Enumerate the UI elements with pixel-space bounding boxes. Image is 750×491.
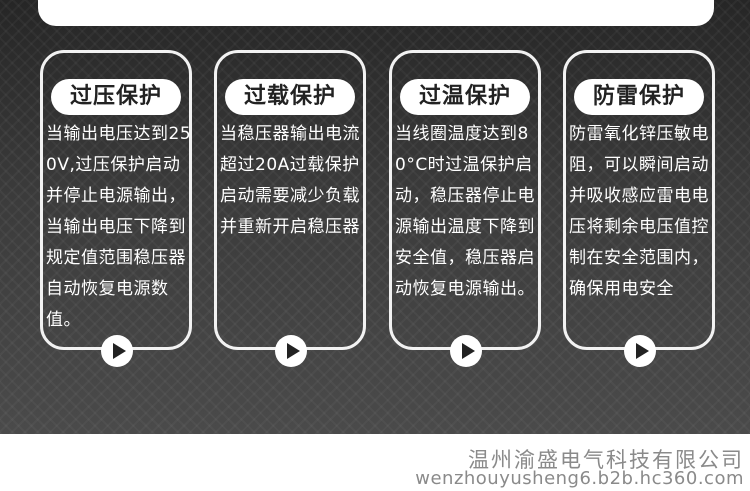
card-description: 当输出电压达到250V,过压保护启动并停止电源输出，当输出电压下降到规定值范围稳… <box>46 124 192 330</box>
play-icon[interactable] <box>450 335 482 367</box>
card-overvoltage: 过压保护 当输出电压达到250V,过压保护启动并停止电源输出，当输出电压下降到规… <box>40 50 192 367</box>
card-title: 过压保护 <box>51 79 181 115</box>
card-description: 防雷氧化锌压敏电阻，可以瞬间启动并吸收感应雷电电压将剩余电压值控制在安全范围内，… <box>569 124 709 299</box>
company-name: 温州渝盛电气科技有限公司 <box>468 448 744 472</box>
card-overload: 过载保护 当稳压器输出电流超过20A过载保护启动需要减少负载并重新开启稳压器 <box>214 50 366 367</box>
card-overtemperature: 过温保护 当线圈温度达到80°C时过温保护启动，稳压器停止电源输出温度下降到安全… <box>389 50 541 367</box>
website-url[interactable]: wenzhouyusheng6.b2b.hc360.com <box>415 468 744 489</box>
card-title: 防雷保护 <box>574 79 704 115</box>
card-lightning: 防雷保护 防雷氧化锌压敏电阻，可以瞬间启动并吸收感应雷电电压将剩余电压值控制在安… <box>563 50 715 367</box>
play-icon[interactable] <box>101 335 133 367</box>
card-description: 当线圈温度达到80°C时过温保护启动，稳压器停止电源输出温度下降到安全值，稳压器… <box>395 124 535 299</box>
play-icon[interactable] <box>275 335 307 367</box>
card-title: 过温保护 <box>400 79 530 115</box>
top-white-panel <box>38 0 714 26</box>
card-title: 过载保护 <box>225 79 355 115</box>
play-icon[interactable] <box>624 335 656 367</box>
card-description: 当稳压器输出电流超过20A过载保护启动需要减少负载并重新开启稳压器 <box>220 124 360 237</box>
